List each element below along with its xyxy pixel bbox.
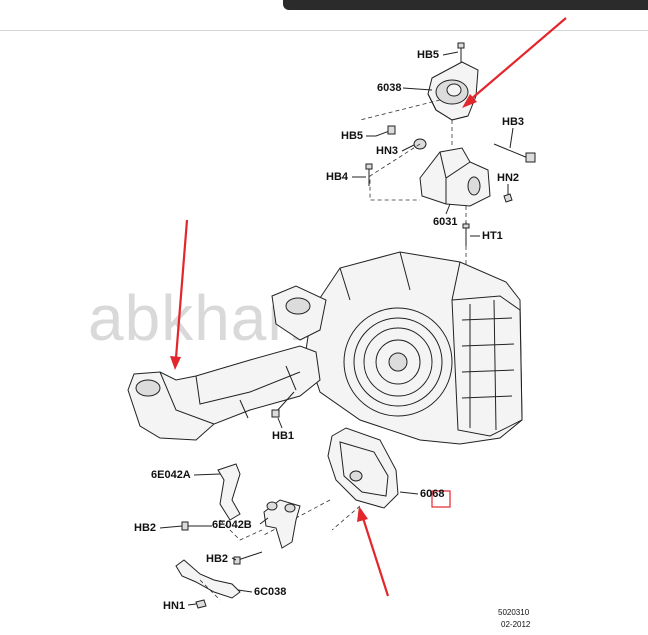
bracket-6c038: [175, 559, 241, 599]
mount-6068: [327, 427, 399, 509]
nut-hn1: [195, 599, 207, 609]
bolt-hb1: [271, 391, 295, 418]
label-hn2: HN2: [497, 172, 520, 184]
bolt-hb2-upper: [181, 521, 212, 531]
annotation-arrow-bottom: [357, 506, 390, 597]
label-hb2-upper: HB2: [134, 522, 157, 534]
bolt-hb3: [493, 143, 536, 163]
label-6c038: 6C038: [254, 586, 287, 598]
leader-lines: [159, 51, 514, 606]
label-hb5-top: HB5: [417, 49, 440, 61]
label-6e042a: 6E042A: [151, 469, 191, 481]
label-hb3: HB3: [502, 116, 525, 128]
label-hb5-mid: HB5: [341, 130, 364, 142]
bolt-hb4: [365, 163, 373, 186]
engine-mount-6038: [427, 61, 479, 121]
transmission-assembly: [305, 251, 523, 445]
bracket-6e042a: [217, 463, 241, 521]
label-hb4: HB4: [326, 171, 349, 183]
top-dark-bar: [283, 0, 648, 10]
label-hb1: HB1: [272, 430, 295, 442]
bolt-hb5-top: [457, 42, 465, 62]
annotation-arrow-left: [170, 219, 189, 370]
annotation-arrow-top: [462, 17, 567, 108]
stud-ht1: [462, 222, 470, 246]
footer-code: 5020310: [498, 608, 530, 617]
nut-hn2: [503, 193, 513, 203]
subframe: [127, 285, 327, 441]
label-hb2-lower: HB2: [206, 553, 229, 565]
bracket-6e042b: [263, 499, 301, 549]
bracket-6031: [419, 147, 491, 207]
label-hn1: HN1: [163, 600, 186, 612]
bolt-hb5-mid: [375, 125, 396, 137]
bolt-hb2-lower: [233, 551, 263, 565]
label-hn3: HN3: [376, 145, 399, 157]
label-6068: 6068: [420, 488, 445, 500]
label-6031: 6031: [433, 216, 458, 228]
label-6e042b: 6E042B: [212, 519, 252, 531]
highlight-box: [431, 490, 451, 508]
label-ht1: HT1: [482, 230, 503, 242]
footer-date: 02-2012: [501, 620, 531, 629]
label-6038: 6038: [377, 82, 402, 94]
top-divider: [0, 30, 648, 31]
